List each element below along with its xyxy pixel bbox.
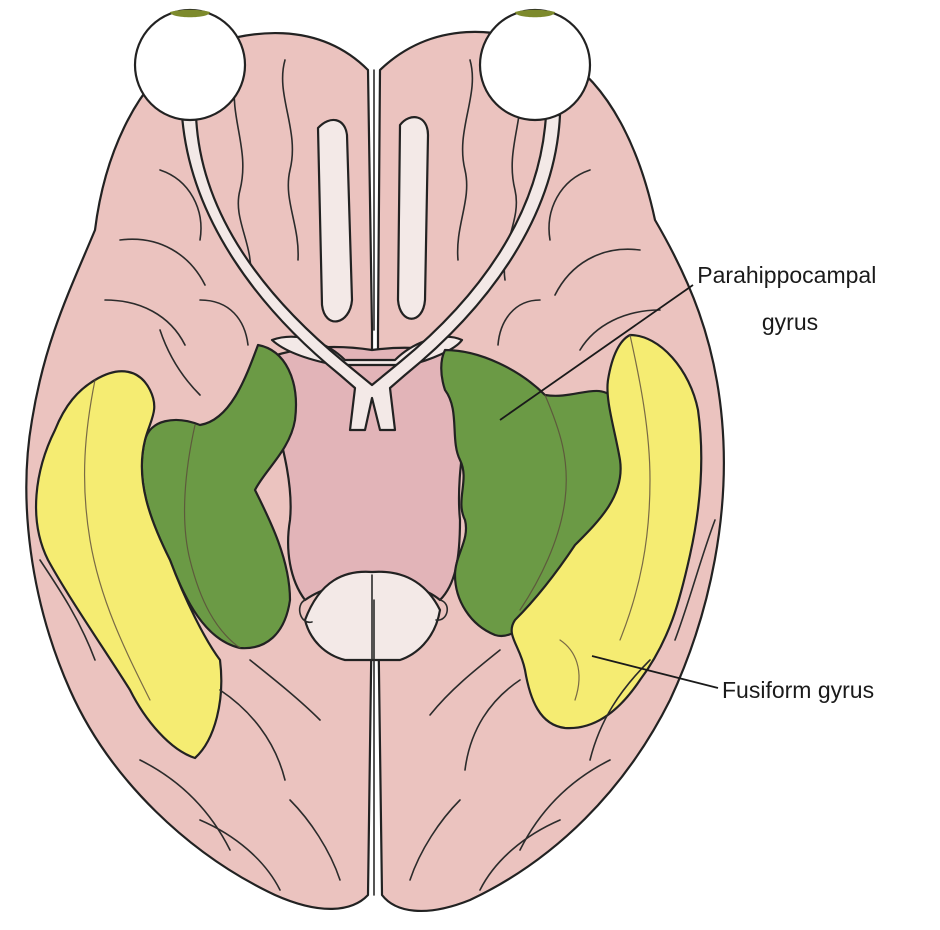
olfactory-strip-right [398,117,428,319]
eyeball-left [135,10,245,120]
parahippocampal-label-line1: Parahippocampal [697,262,876,288]
parahippocampal-label-line2: gyrus [762,309,818,335]
fusiform-label: Fusiform gyrus [722,677,874,703]
olfactory-strip-left [318,120,352,321]
parahippocampal-label: Parahippocampal gyrus [697,262,882,335]
eyeball-right [480,10,590,120]
